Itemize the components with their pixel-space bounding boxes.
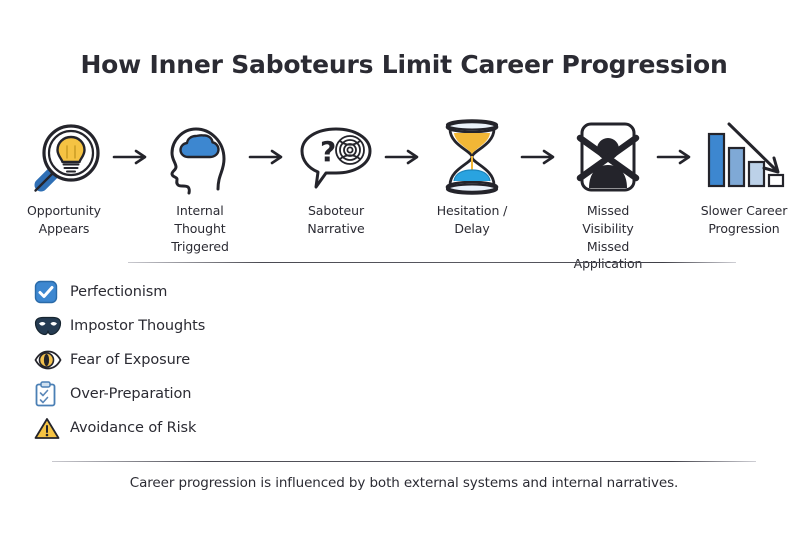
list-item-label: Impostor Thoughts bbox=[70, 318, 206, 334]
list-item-label: Over-Preparation bbox=[70, 386, 192, 402]
flow-step-missed-visibility: Missed Visibility Missed Application bbox=[562, 118, 654, 273]
flow-step-label: Internal Thought Triggered bbox=[171, 203, 229, 254]
crossed-out-person-icon bbox=[562, 118, 654, 196]
flow-step-label: Opportunity Appears bbox=[27, 203, 101, 236]
list-item-label: Fear of Exposure bbox=[70, 352, 191, 368]
warning-triangle-icon[interactable] bbox=[34, 415, 64, 441]
list-item[interactable]: Perfectionism bbox=[34, 279, 205, 305]
divider-bottom bbox=[52, 461, 756, 462]
flow-step-internal-thought-triggered: Internal Thought Triggered bbox=[154, 118, 246, 255]
right-arrow-icon bbox=[246, 118, 290, 196]
page-title: How Inner Saboteurs Limit Career Progres… bbox=[80, 50, 728, 79]
footer-caption: Career progression is influenced by both… bbox=[129, 475, 679, 491]
list-item[interactable]: Impostor Thoughts bbox=[34, 313, 205, 339]
head-thought-cloud-icon bbox=[154, 118, 246, 196]
svg-text:?: ? bbox=[320, 135, 336, 168]
checkbox-checked-icon[interactable] bbox=[34, 279, 64, 305]
right-arrow-icon bbox=[518, 118, 562, 196]
saboteur-list: Perfectionism Impostor Thoughts Fear bbox=[34, 279, 205, 441]
hourglass-icon bbox=[426, 118, 518, 196]
list-item[interactable]: Fear of Exposure bbox=[34, 347, 205, 373]
flow-step-opportunity-appears: Opportunity Appears bbox=[18, 118, 110, 238]
speech-bubble-question-scribble-icon: ? bbox=[290, 118, 382, 196]
flow-step-label: Missed Visibility Missed Application bbox=[573, 203, 643, 272]
list-item-label: Avoidance of Risk bbox=[70, 420, 197, 436]
process-flow: Opportunity Appears Internal Thought Tri… bbox=[18, 118, 790, 273]
list-item[interactable]: Over-Preparation bbox=[34, 381, 205, 407]
divider-top bbox=[128, 262, 736, 263]
flow-step-label: Slower Career Progression bbox=[700, 203, 788, 236]
eye-icon[interactable] bbox=[34, 347, 64, 373]
flow-step-label: Saboteur Narrative bbox=[307, 203, 365, 236]
right-arrow-icon bbox=[654, 118, 698, 196]
mask-icon[interactable] bbox=[34, 313, 64, 339]
flow-step-hesitation-delay: Hesitation / Delay bbox=[426, 118, 518, 238]
descending-bar-chart-icon bbox=[698, 118, 790, 196]
flow-step-saboteur-narrative: ? Saboteur Narrative bbox=[290, 118, 382, 238]
flow-step-slower-career-progression: Slower Career Progression bbox=[698, 118, 790, 238]
right-arrow-icon bbox=[382, 118, 426, 196]
magnifier-lightbulb-icon bbox=[18, 118, 110, 196]
list-item[interactable]: Avoidance of Risk bbox=[34, 415, 205, 441]
list-item-label: Perfectionism bbox=[70, 284, 168, 300]
clipboard-icon[interactable] bbox=[34, 381, 64, 407]
flow-step-label: Hesitation / Delay bbox=[436, 203, 508, 236]
right-arrow-icon bbox=[110, 118, 154, 196]
